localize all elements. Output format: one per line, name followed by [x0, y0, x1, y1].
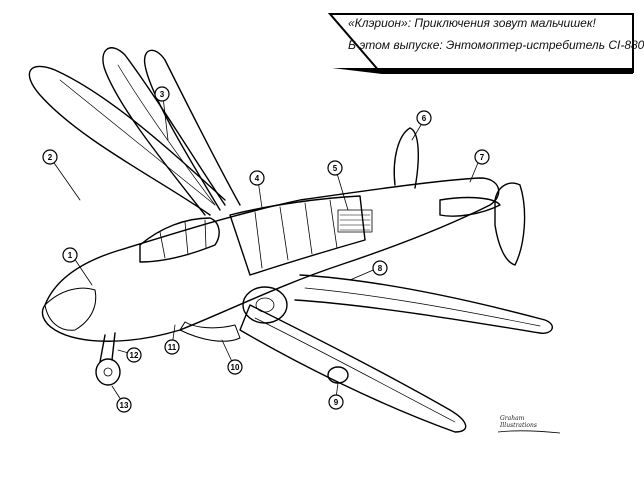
- svg-text:6: 6: [422, 114, 427, 123]
- wing-root-hub: [255, 297, 275, 313]
- callouts: 1 2 3 4 5 6 7 8 9 10 11 12 13: [42, 86, 490, 413]
- callout-7: 7: [474, 149, 490, 165]
- svg-text:10: 10: [231, 363, 240, 372]
- upper-wing-mid-rib: [117, 64, 216, 206]
- tail-fin-right: [494, 182, 526, 266]
- svg-text:2: 2: [48, 153, 53, 162]
- signature-line-1: Graham: [500, 415, 525, 422]
- svg-text:7: 7: [480, 153, 485, 162]
- main-gear-wheel: [327, 366, 349, 384]
- cockpit-canopy: [139, 217, 220, 263]
- callout-leaders: [51, 96, 481, 404]
- svg-text:4: 4: [255, 174, 260, 183]
- lower-wing-front: [239, 304, 467, 433]
- callout-9: 9: [328, 394, 344, 410]
- svg-text:1: 1: [68, 251, 73, 260]
- signature-flourish: [497, 430, 561, 434]
- callout-12: 12: [126, 347, 142, 363]
- upper-wing-left-rib: [59, 79, 216, 206]
- caption-shadow: [332, 68, 633, 74]
- tail-fin-upper: [393, 127, 419, 189]
- caption-line-2: В этом выпуске: Энтомоптер-истребитель C…: [348, 38, 644, 52]
- artist-signature: Graham Illustrations: [500, 415, 537, 429]
- callout-4: 4: [249, 170, 265, 186]
- nose-gear-strut: [99, 332, 116, 363]
- radiator-grille: [337, 209, 373, 233]
- signature-line-2: Illustrations: [500, 422, 537, 429]
- canopy-frame: [159, 219, 207, 259]
- svg-text:12: 12: [130, 351, 139, 360]
- callout-2: 2: [42, 149, 58, 165]
- upper-wing-left: [28, 65, 226, 216]
- lower-wing-right-rib: [304, 287, 541, 327]
- callout-10: 10: [227, 359, 243, 375]
- svg-text:9: 9: [334, 398, 339, 407]
- callout-8: 8: [372, 260, 388, 276]
- tailplane: [439, 196, 501, 217]
- svg-text:13: 13: [120, 401, 129, 410]
- fuselage: [41, 177, 500, 342]
- lower-wing-right: [294, 274, 553, 334]
- nose-gear-hub: [103, 367, 113, 377]
- lower-wing-front-rib: [254, 317, 456, 423]
- caption-line-1: «Клэрион»: Приключения зовут мальчишек!: [348, 16, 596, 30]
- callout-3: 3: [154, 86, 170, 102]
- wing-root-motor: [242, 286, 288, 324]
- upper-wing-mid: [102, 47, 226, 216]
- nose-gear-wheel: [95, 358, 121, 386]
- engine-ribs: [254, 199, 338, 269]
- engine-housing: [229, 195, 366, 276]
- svg-text:8: 8: [378, 264, 383, 273]
- callout-11: 11: [164, 339, 180, 355]
- callout-13: 13: [116, 397, 132, 413]
- nose-cone: [44, 287, 97, 331]
- upper-wing-right: [143, 49, 241, 211]
- radiator-lines: [339, 214, 371, 231]
- callout-1: 1: [62, 247, 78, 263]
- svg-text:11: 11: [168, 343, 177, 352]
- callout-5: 5: [327, 160, 343, 176]
- callout-6: 6: [416, 110, 432, 126]
- belly-intake: [179, 321, 241, 342]
- svg-text:5: 5: [333, 164, 338, 173]
- svg-text:3: 3: [160, 90, 165, 99]
